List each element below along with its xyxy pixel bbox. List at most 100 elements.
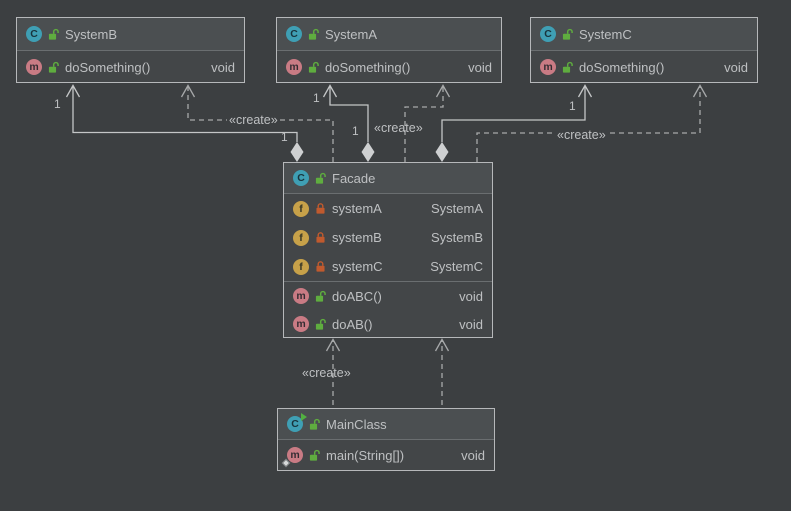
member-type: SystemA <box>430 201 483 216</box>
method-icon: m <box>540 59 556 75</box>
closed-lock-icon <box>315 202 326 215</box>
method-icon: m <box>293 288 309 304</box>
field-icon: f <box>293 258 309 275</box>
member-type: void <box>724 59 748 75</box>
field-icon: f <box>293 200 309 217</box>
multiplicity-label: 1 <box>281 130 288 144</box>
member-row[interactable]: m doABC() void <box>284 282 492 310</box>
multiplicity-label: 1 <box>352 124 359 138</box>
open-lock-icon <box>562 61 573 74</box>
runnable-class-icon: C <box>287 413 307 432</box>
member-type: void <box>461 447 485 463</box>
class-title: MainClass <box>326 416 387 432</box>
field-row[interactable]: f systemA SystemA <box>284 194 492 223</box>
create-systemc-edge[interactable] <box>476 86 701 162</box>
multiplicity-label: 1 <box>569 99 576 113</box>
open-lock-icon <box>308 61 319 74</box>
class-node-systema[interactable]: C SystemA m doSomething() void <box>276 17 502 83</box>
open-lock-icon <box>315 318 326 331</box>
member-name: main(String[]) <box>326 447 405 463</box>
member-name: doABC() <box>332 288 382 304</box>
class-header[interactable]: C SystemB <box>17 18 244 51</box>
member-name: doSomething() <box>65 59 151 75</box>
member-row[interactable]: m doSomething() void <box>531 51 757 83</box>
member-type: void <box>468 59 492 75</box>
member-type: SystemB <box>430 230 483 245</box>
member-row[interactable]: m main(String[]) void <box>278 440 494 470</box>
main-method-icon: m <box>281 447 303 468</box>
class-node-systemb[interactable]: C SystemB m doSomething() void <box>16 17 245 83</box>
member-type: void <box>211 59 235 75</box>
aggregation-systemc-edge[interactable] <box>441 86 586 142</box>
field-row[interactable]: f systemC SystemC <box>284 252 492 281</box>
arrowhead-systemc-icon <box>577 84 593 98</box>
arrowhead-systemb-icon <box>65 84 81 98</box>
arrowhead-create-systemc-icon <box>692 84 708 98</box>
multiplicity-label: 1 <box>313 91 320 105</box>
member-row[interactable]: m doSomething() void <box>17 51 244 83</box>
open-lock-icon <box>309 449 320 462</box>
field-row[interactable]: f systemB SystemB <box>284 223 492 252</box>
aggregation-diamond-systema-icon <box>361 142 375 162</box>
class-title: Facade <box>332 170 376 186</box>
create-systema-edge[interactable] <box>404 86 444 162</box>
member-type: void <box>459 288 483 304</box>
create-systemb-edge[interactable] <box>187 86 334 162</box>
create-label: «create» <box>227 113 280 127</box>
entry-point-badge-icon <box>281 458 291 468</box>
create-label: «create» <box>374 121 423 135</box>
class-node-mainclass[interactable]: C MainClass m main(String[]) void <box>277 408 495 471</box>
member-name: doAB() <box>332 316 373 332</box>
methods-section: m doABC() void m doAB() void <box>284 282 492 338</box>
class-title: SystemA <box>325 26 378 42</box>
aggregation-systemb-edge[interactable] <box>72 86 298 142</box>
open-lock-icon <box>309 418 320 431</box>
method-icon: m <box>286 59 302 75</box>
class-header[interactable]: C Facade <box>284 163 492 194</box>
closed-lock-icon <box>315 231 326 244</box>
class-header[interactable]: C SystemC <box>531 18 757 51</box>
aggregation-diamond-systemc-icon <box>435 142 449 162</box>
member-name: systemA <box>332 201 382 216</box>
method-icon: m <box>26 59 42 75</box>
arrowhead-create-facade-icon <box>325 338 341 352</box>
class-header[interactable]: C SystemA <box>277 18 501 51</box>
field-icon: f <box>293 229 309 246</box>
class-title: SystemB <box>65 26 118 42</box>
create-label: «create» <box>555 128 608 142</box>
class-title: SystemC <box>579 26 632 42</box>
class-node-systemc[interactable]: C SystemC m doSomething() void <box>530 17 758 83</box>
arrowhead-create-systemb-icon <box>180 84 196 98</box>
open-lock-icon <box>48 61 59 74</box>
open-lock-icon <box>315 290 326 303</box>
class-node-facade[interactable]: C Facade f systemA SystemA f systemB Sys… <box>283 162 493 338</box>
open-lock-icon <box>562 28 573 41</box>
open-lock-icon <box>315 172 326 185</box>
closed-lock-icon <box>315 260 326 273</box>
multiplicity-label: 1 <box>54 97 61 111</box>
member-row[interactable]: m doAB() void <box>284 310 492 338</box>
class-icon: C <box>286 26 302 42</box>
fields-section: f systemA SystemA f systemB SystemB f sy… <box>284 194 492 282</box>
arrowhead-create-systema-icon <box>435 84 451 98</box>
member-type: void <box>459 316 483 332</box>
aggregation-diamond-systemb-icon <box>290 142 304 162</box>
member-type: SystemC <box>430 259 483 274</box>
member-name: doSomething() <box>325 59 411 75</box>
open-lock-icon <box>308 28 319 41</box>
arrowhead-dependency-facade-icon <box>434 338 450 352</box>
member-name: systemC <box>332 259 383 274</box>
method-icon: m <box>293 316 309 332</box>
arrowhead-systema-icon <box>322 84 338 98</box>
class-icon: C <box>26 26 42 42</box>
class-header[interactable]: C MainClass <box>278 409 494 440</box>
class-icon: C <box>293 170 309 186</box>
member-row[interactable]: m doSomething() void <box>277 51 501 83</box>
member-name: systemB <box>332 230 382 245</box>
aggregation-systema-edge[interactable] <box>329 86 369 142</box>
create-label: «create» <box>302 366 351 380</box>
run-arrow-icon <box>301 413 307 421</box>
open-lock-icon <box>48 28 59 41</box>
